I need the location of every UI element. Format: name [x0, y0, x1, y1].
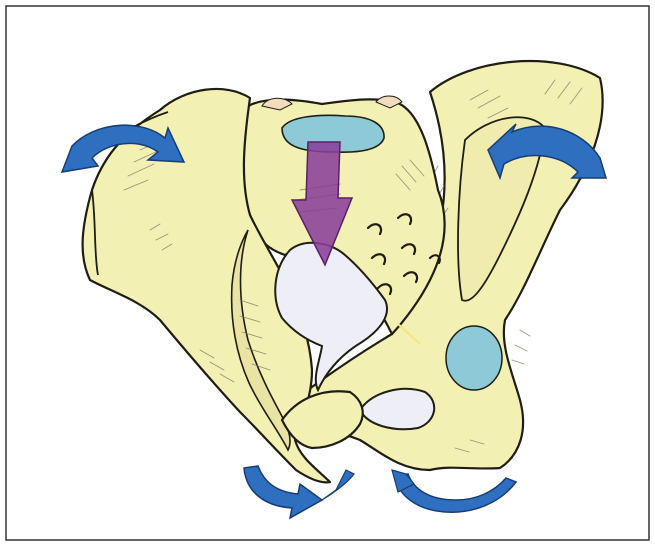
acetabulum-disc-right: [446, 326, 502, 390]
